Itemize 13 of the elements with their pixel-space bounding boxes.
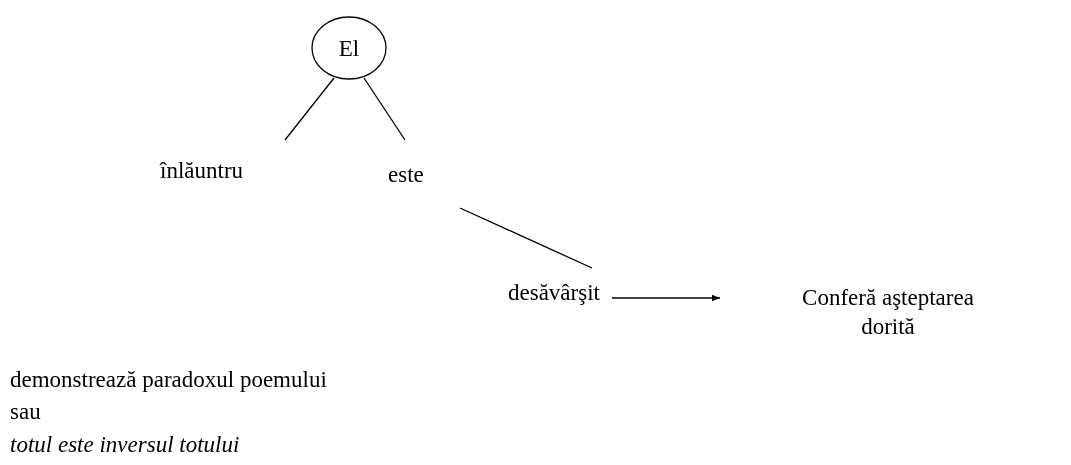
node-label: este [388, 160, 424, 189]
arrow [611, 294, 721, 302]
node-label: desăvârşit [508, 278, 600, 307]
node-label: Conferă aşteptarea dorită [801, 284, 975, 341]
ellipse-node [311, 16, 387, 80]
connector-line [363, 77, 406, 141]
note-text: sau [10, 398, 41, 426]
connector-line [459, 207, 593, 269]
node-label: El [338, 34, 360, 63]
note-text: demonstrează paradoxul poemului [10, 366, 327, 394]
node-label: înlăuntru [160, 157, 244, 185]
connector-line [284, 77, 335, 141]
note-text: totul este inversul totului [10, 431, 240, 459]
